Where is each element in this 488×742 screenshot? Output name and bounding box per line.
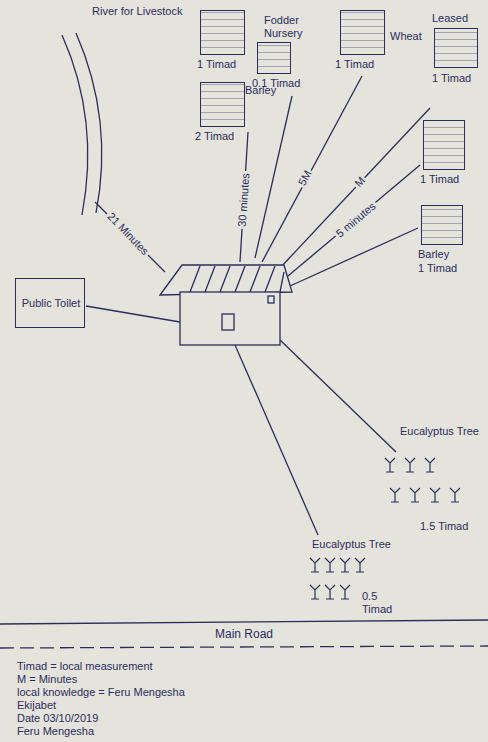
tree-symbol (355, 558, 365, 572)
roof-hatch (190, 266, 284, 292)
plot-node: Barley1 Timad (418, 205, 484, 280)
tree-symbol (385, 458, 395, 472)
road-edge (0, 646, 488, 648)
river-bank (76, 33, 102, 213)
plot-label: Public Toilet (20, 297, 82, 310)
river-bank (62, 35, 88, 215)
plot-node: Fodder Nursery0.1 Timad (252, 14, 332, 94)
house-window (268, 296, 274, 303)
plot-square (200, 10, 245, 55)
path-line (235, 345, 318, 535)
tree-symbol (410, 488, 420, 502)
path-line (290, 228, 418, 286)
tree-symbol (405, 458, 415, 472)
tree-symbol (325, 558, 335, 572)
path-line (280, 108, 430, 268)
plot-square (423, 120, 465, 170)
plot-label: Eucalyptus Tree (312, 538, 407, 551)
plot-label: Leased (432, 12, 486, 25)
plot-label: 1 Timad (418, 262, 482, 275)
plot-node: Wheat 1 Timad (335, 10, 430, 75)
road-edge (0, 620, 488, 624)
plot-label: 1 Timad (197, 58, 255, 71)
plot-label: 0.5 Timad (362, 590, 410, 616)
path-line (86, 306, 180, 322)
plot-label: 1 Timad (432, 72, 486, 85)
note-text: Timad = local measurement (15, 660, 155, 673)
tree-symbol (390, 488, 400, 502)
note-text: Date 03/10/2019 (15, 712, 100, 725)
house-roof (160, 265, 292, 295)
tree-symbol (340, 558, 350, 572)
tree-symbol (310, 585, 320, 599)
plot-node: River for Livestock (30, 5, 190, 35)
plot-square (200, 82, 245, 127)
plot-label: Barley (418, 248, 482, 261)
note-text: M = Minutes (15, 673, 79, 686)
path-line (95, 202, 165, 272)
plot-label: Fodder Nursery (264, 14, 332, 40)
path-line (288, 165, 420, 276)
plot-node: Eucalyptus Tree 0.5 Timad (300, 538, 410, 618)
tree-symbol (430, 488, 440, 502)
plot-label: Wheat (390, 30, 430, 43)
plot-node: Public Toilet (15, 278, 85, 328)
plot-node: Eucalyptus Tree 1.5 Timad (380, 425, 484, 535)
house-body (180, 292, 280, 345)
house-door (222, 314, 234, 330)
plot-node: 1 Timad (195, 10, 255, 75)
plot-node: Leased 1 Timad (432, 12, 486, 102)
road-label: Main Road (213, 628, 275, 641)
time-label: 30 minutes (235, 171, 252, 230)
tree-symbol (450, 488, 460, 502)
plot-square (257, 42, 291, 74)
plot-node: 1 Timad (420, 120, 485, 190)
plot-square (421, 205, 463, 245)
path-line (278, 338, 396, 452)
plot-square (434, 28, 478, 68)
tree-symbol (310, 558, 320, 572)
tree-symbol (340, 585, 350, 599)
plot-label: Barley (245, 84, 285, 97)
time-label: 21 Minutes (103, 209, 153, 260)
note-text: local knowledge = Feru Mengesha (15, 686, 187, 699)
plot-node: Barley 2 Timad (195, 82, 285, 147)
plot-label: River for Livestock (92, 5, 187, 18)
plot-label: 2 Timad (195, 130, 245, 143)
note-text: Feru Mengesha (15, 725, 96, 738)
tree-symbol (325, 585, 335, 599)
tree-symbol (425, 458, 435, 472)
path-line (255, 96, 292, 258)
plot-label: 1.5 Timad (420, 520, 482, 533)
plot-label: 1 Timad (335, 58, 390, 71)
plot-square (340, 10, 385, 55)
plot-label: Eucalyptus Tree (400, 425, 484, 438)
plot-label: 1 Timad (420, 173, 482, 186)
note-text: Ekijabet (15, 699, 58, 712)
